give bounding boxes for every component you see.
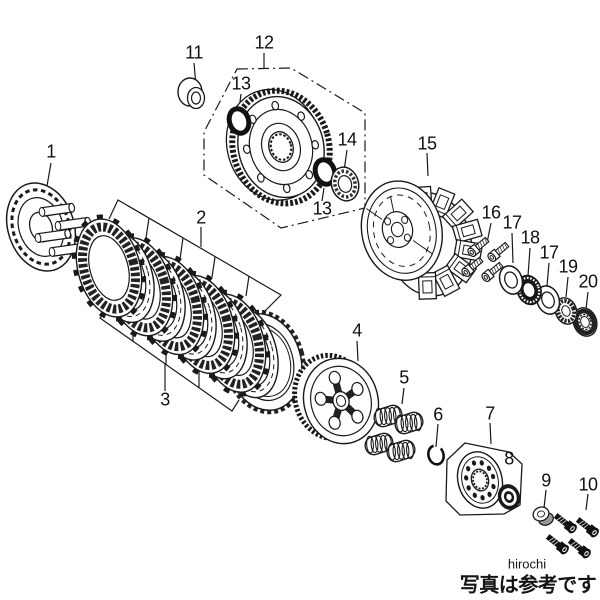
- callout-10: 10: [578, 474, 598, 495]
- callout-16: 16: [481, 202, 501, 223]
- callout-13-lower: 13: [312, 198, 332, 219]
- callout-20: 20: [578, 271, 598, 292]
- part-15-clutch-basket: [360, 180, 484, 300]
- callout-7: 7: [485, 403, 495, 424]
- part-20-splined-washer: [572, 307, 598, 337]
- part-19-lock-washer: [554, 297, 578, 325]
- callout-2: 2: [196, 207, 206, 228]
- part-11-bushing: [177, 77, 206, 110]
- part-13-oring-lower: [312, 157, 338, 187]
- callout-15: 15: [417, 133, 437, 154]
- part-12-boundary: [203, 67, 366, 229]
- callout-1: 1: [46, 141, 56, 162]
- part-17-washer-second: [535, 285, 561, 315]
- watermark-text: hirochi: [507, 556, 547, 572]
- callout-12: 12: [254, 32, 274, 53]
- part-1-lifter-plate: [5, 182, 92, 272]
- callout-19: 19: [558, 256, 578, 277]
- callout-17-first: 17: [502, 212, 522, 233]
- callout-6: 6: [433, 404, 443, 425]
- part-17-washer-first: [498, 265, 524, 295]
- part-8-bearing: [497, 484, 521, 510]
- part-14-bearing: [330, 166, 360, 202]
- bracket-2: [108, 199, 282, 313]
- callout-13-upper: 13: [231, 73, 251, 94]
- part-13-oring-upper: [226, 106, 252, 136]
- callout-8: 8: [504, 448, 514, 469]
- part-6-snap-ring: [427, 444, 445, 466]
- callout-9: 9: [541, 470, 551, 491]
- callout-3: 3: [160, 389, 170, 410]
- part-9-cap: [532, 506, 554, 526]
- caption-text: 写真は参考です: [459, 574, 597, 597]
- callout-18: 18: [520, 227, 540, 248]
- callout-4: 4: [352, 320, 362, 341]
- callout-17-second: 17: [539, 242, 559, 263]
- callout-5: 5: [399, 367, 409, 388]
- callout-14: 14: [337, 129, 357, 150]
- callout-11: 11: [185, 42, 203, 63]
- part-4-pressure-plate: [292, 352, 380, 445]
